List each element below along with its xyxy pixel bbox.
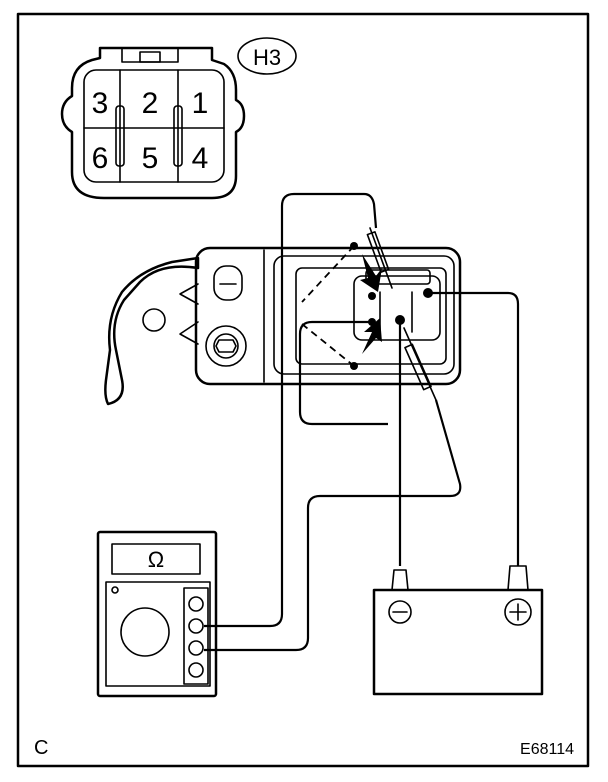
pin-5-label: 5	[142, 142, 159, 175]
pin-2-label: 2	[142, 87, 159, 120]
figure-frame	[16, 12, 590, 768]
pin-6-label: 6	[92, 142, 109, 175]
figure-code: E68114	[520, 741, 574, 758]
pin-1-label: 1	[192, 87, 209, 120]
ohmmeter: Ω	[96, 530, 218, 698]
ohm-symbol: Ω	[148, 547, 164, 572]
figure-corner-letter: C	[34, 737, 48, 759]
wiring-harness	[204, 192, 520, 652]
battery-negative-terminal-icon	[388, 600, 412, 624]
pin-3-label: 3	[92, 87, 109, 120]
sensor-body	[104, 227, 462, 406]
pin-4-label: 4	[192, 142, 209, 175]
battery-positive-terminal-icon	[504, 598, 532, 626]
svg-text:H3: H3	[253, 45, 281, 70]
battery	[372, 565, 544, 696]
connector-face: 3 2 1 6 5 4	[60, 46, 246, 200]
terminal-indicator-arrows	[301, 242, 382, 370]
connector-id-badge: H3	[237, 37, 297, 75]
